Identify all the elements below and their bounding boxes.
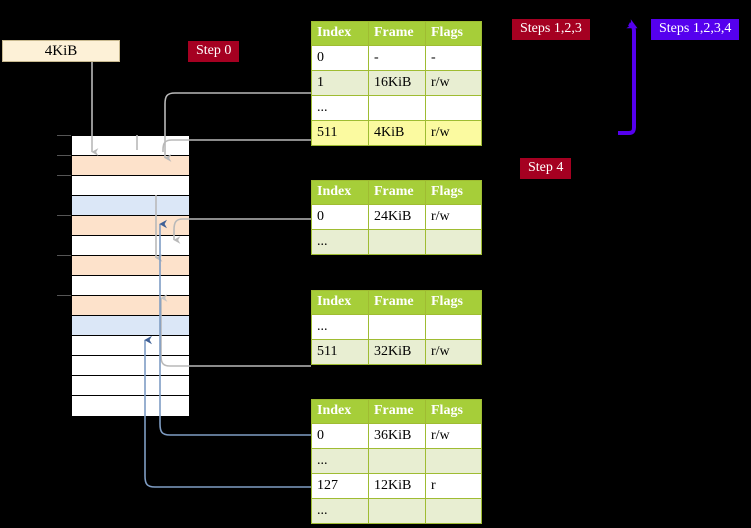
table-row: ...: [311, 498, 482, 524]
column-header-flags: Flags: [425, 21, 482, 46]
memory-size-box: 4KiB: [2, 40, 120, 62]
cell-index: 0: [311, 423, 369, 449]
cell-flags: r/w: [425, 423, 482, 449]
physical-memory-grid: [71, 135, 190, 416]
cell-flags: [425, 498, 482, 524]
cell-index: 0: [311, 204, 369, 230]
cell-frame: 4KiB: [368, 120, 426, 146]
memory-frame-row: [72, 236, 189, 256]
table-row: ...: [311, 229, 482, 255]
cell-frame: 36KiB: [368, 423, 426, 449]
step-badge-step-0: Step 0: [188, 41, 240, 62]
cell-index: 0: [311, 45, 369, 71]
cell-index: ...: [311, 314, 369, 340]
grid-tick: [57, 175, 71, 176]
column-header-frame: Frame: [368, 21, 426, 46]
grid-tick: [57, 295, 71, 296]
cell-index: ...: [311, 229, 369, 255]
cell-frame: -: [368, 45, 426, 71]
cell-frame: [368, 448, 426, 474]
cell-index: 127: [311, 473, 369, 499]
cell-index: ...: [311, 448, 369, 474]
memory-frame-row: [72, 396, 189, 416]
column-header-frame: Frame: [368, 290, 426, 315]
cell-flags: [425, 95, 482, 121]
cell-index: ...: [311, 498, 369, 524]
column-header-index: Index: [311, 290, 369, 315]
memory-frame-row: [72, 296, 189, 316]
cell-frame: [368, 229, 426, 255]
table-row: ...: [311, 95, 482, 121]
memory-frame-row: [72, 256, 189, 276]
memory-frame-row: [72, 376, 189, 396]
column-header-frame: Frame: [368, 399, 426, 424]
memory-frame-row: [72, 196, 189, 216]
table-row: ...: [311, 448, 482, 474]
cell-frame: 24KiB: [368, 204, 426, 230]
cell-frame: 16KiB: [368, 70, 426, 96]
column-header-index: Index: [311, 180, 369, 205]
memory-frame-row: [72, 156, 189, 176]
column-header-index: Index: [311, 399, 369, 424]
cell-index: 511: [311, 339, 369, 365]
cell-flags: r/w: [425, 120, 482, 146]
cell-frame: 32KiB: [368, 339, 426, 365]
cell-index: 1: [311, 70, 369, 96]
column-header-index: Index: [311, 21, 369, 46]
step-badge-step-4: Step 4: [520, 158, 572, 179]
table-row: 0--: [311, 45, 482, 71]
memory-frame-row: [72, 276, 189, 296]
cell-frame: [368, 498, 426, 524]
cell-flags: r/w: [425, 70, 482, 96]
memory-frame-row: [72, 176, 189, 196]
step-badge-steps-1-2-3-4: Steps 1,2,3,4: [651, 19, 740, 40]
step-badge-steps-1-2-3: Steps 1,2,3: [512, 19, 590, 40]
memory-frame-row: [72, 216, 189, 236]
cell-frame: [368, 95, 426, 121]
memory-frame-row: [72, 336, 189, 356]
cell-frame: [368, 314, 426, 340]
column-header-flags: Flags: [425, 180, 482, 205]
column-header-flags: Flags: [425, 399, 482, 424]
cell-flags: [425, 448, 482, 474]
memory-frame-row: [72, 356, 189, 376]
cell-flags: r: [425, 473, 482, 499]
cell-index: ...: [311, 95, 369, 121]
cell-frame: 12KiB: [368, 473, 426, 499]
grid-tick: [57, 255, 71, 256]
cell-flags: r/w: [425, 204, 482, 230]
cell-flags: r/w: [425, 339, 482, 365]
memory-frame-row: [72, 136, 189, 156]
table-row: ...: [311, 314, 482, 340]
memory-frame-row: [72, 316, 189, 336]
grid-tick: [57, 155, 71, 156]
grid-tick: [57, 135, 71, 136]
column-header-frame: Frame: [368, 180, 426, 205]
cell-flags: -: [425, 45, 482, 71]
cell-index: 511: [311, 120, 369, 146]
cell-flags: [425, 229, 482, 255]
cell-flags: [425, 314, 482, 340]
grid-tick: [57, 215, 71, 216]
column-header-flags: Flags: [425, 290, 482, 315]
